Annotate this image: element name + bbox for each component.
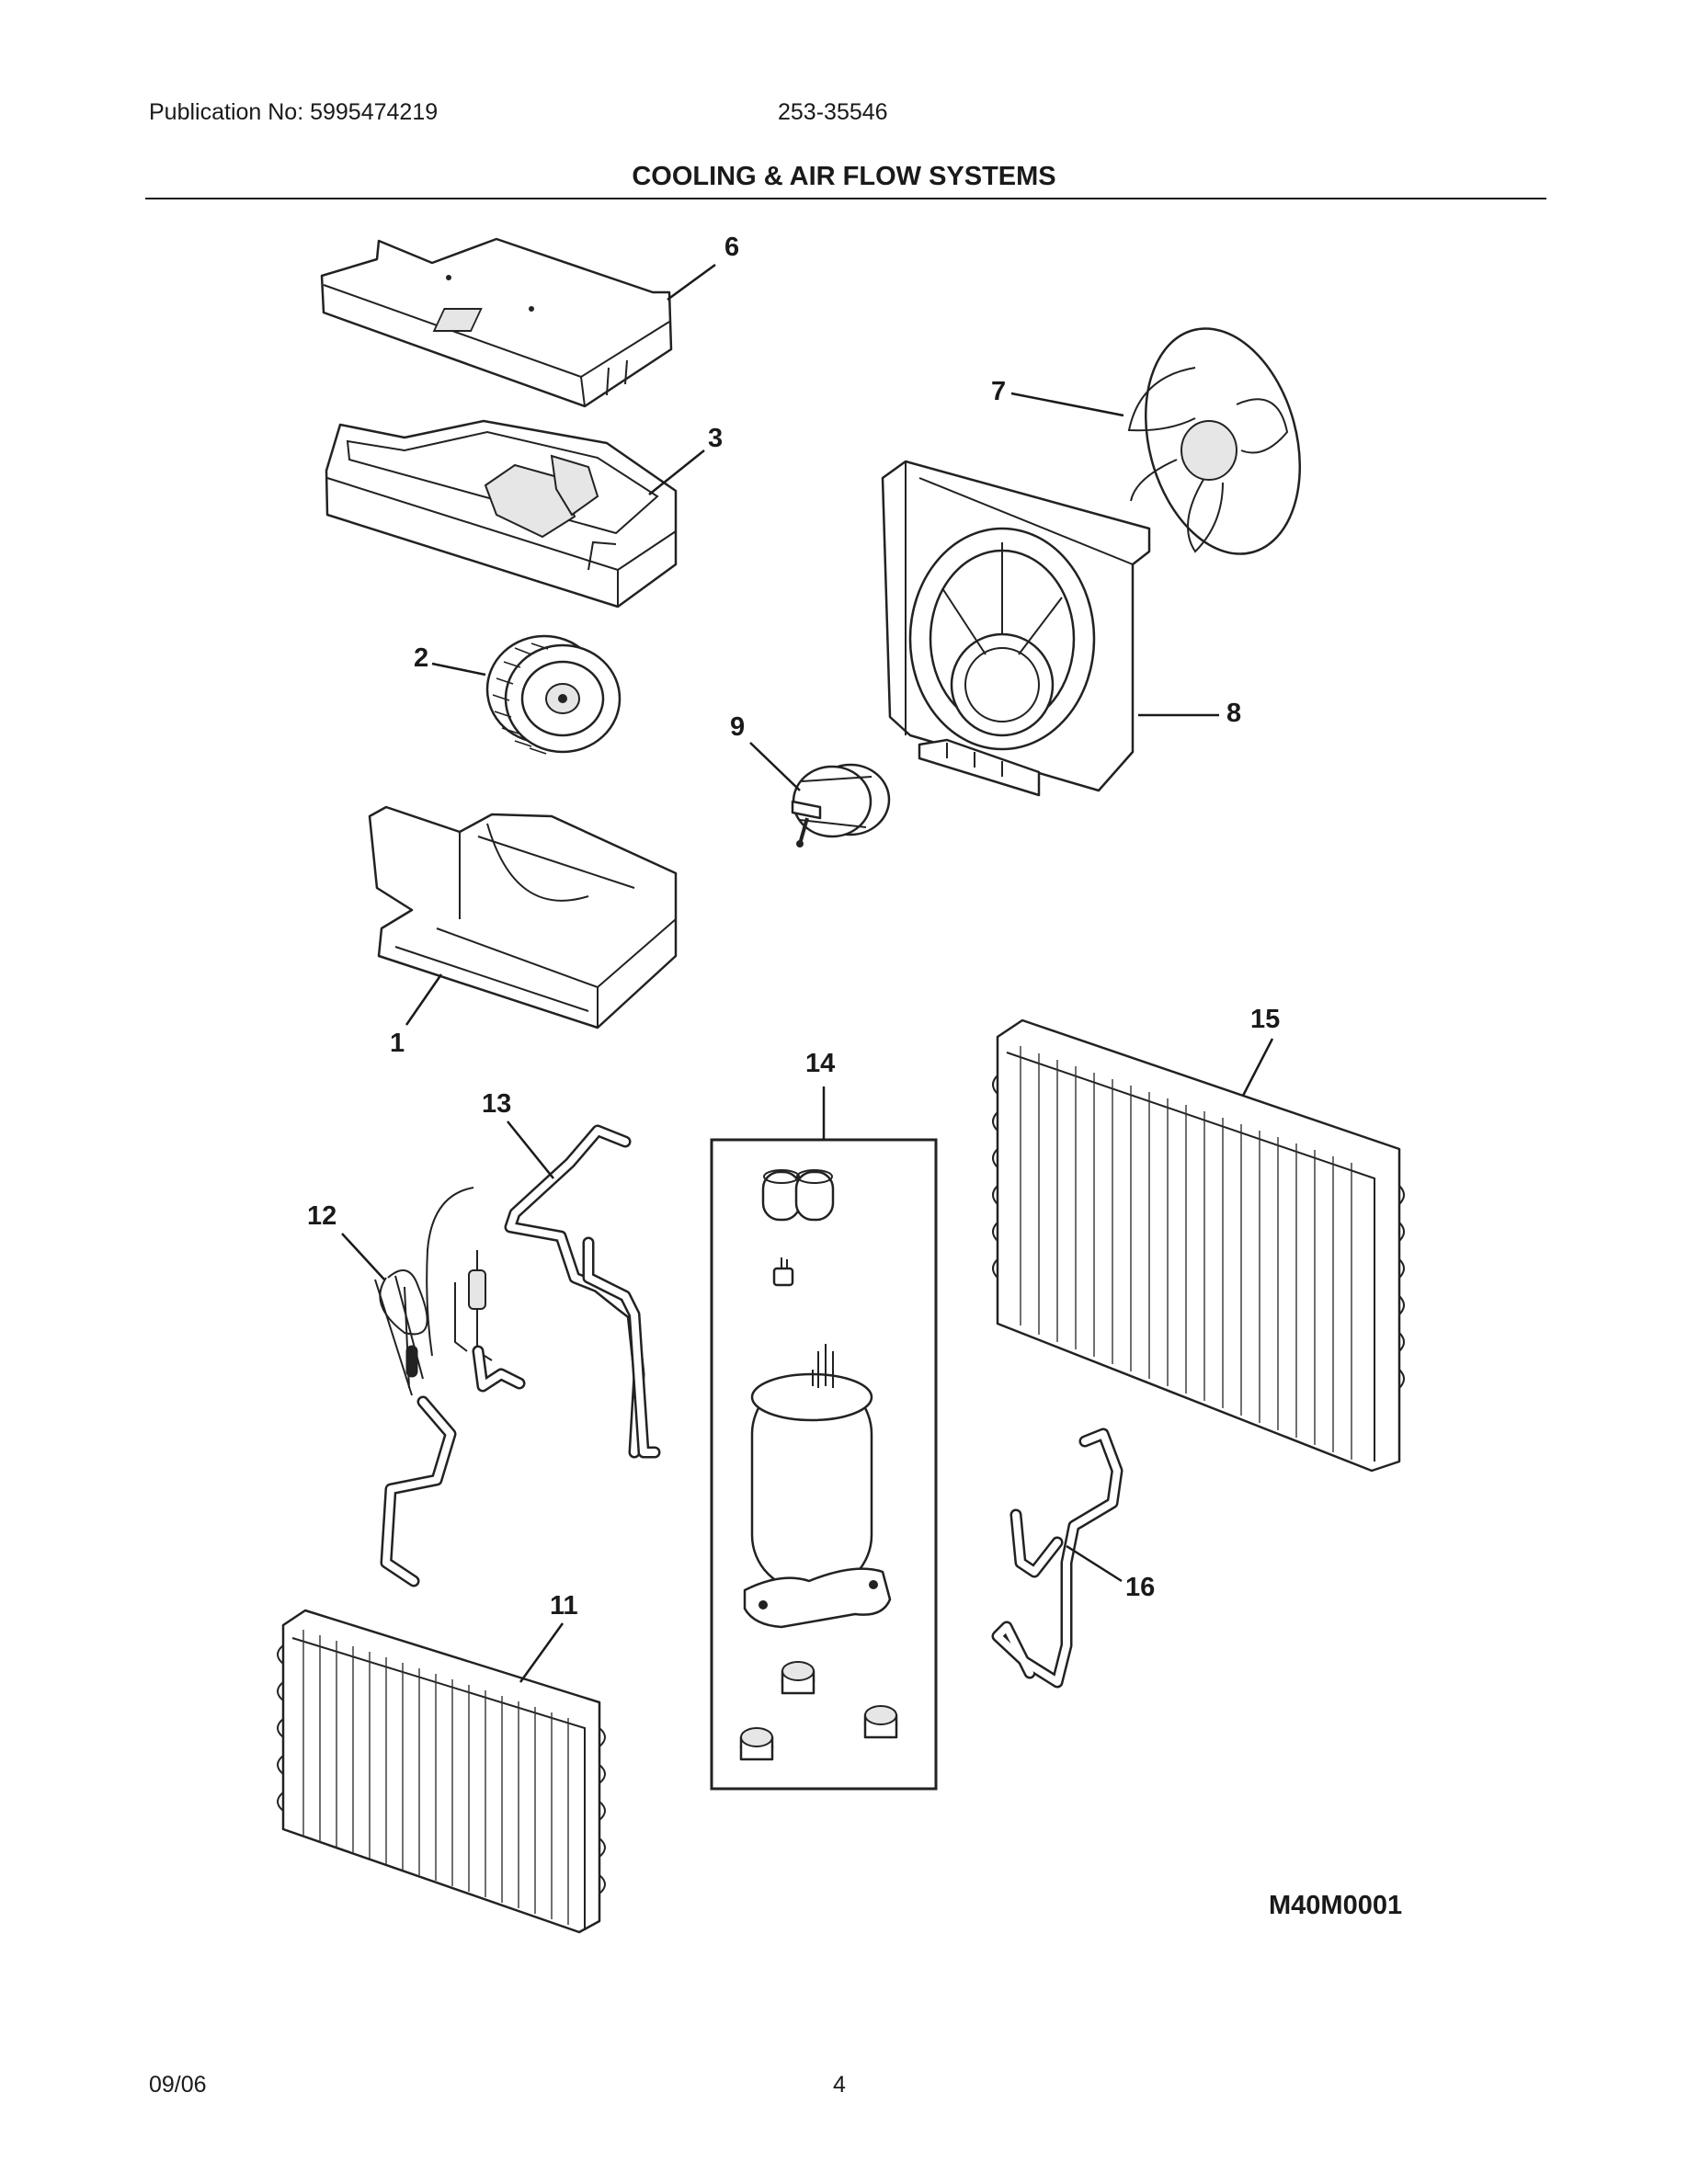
callout-1: 1 bbox=[390, 1029, 405, 1058]
part-3-air-guide bbox=[325, 419, 678, 609]
part-16-discharge-line bbox=[991, 1428, 1123, 1689]
part-14-compressor-kit bbox=[710, 1138, 938, 1791]
footer-page-number: 4 bbox=[833, 2072, 846, 2098]
part-7-axial-fan bbox=[1127, 327, 1302, 555]
part-13-suction-line bbox=[504, 1124, 661, 1459]
callout-14: 14 bbox=[805, 1049, 835, 1078]
part-1-scroll-housing bbox=[368, 805, 678, 1029]
callout-7: 7 bbox=[991, 377, 1006, 406]
part-11-evaporator-coil bbox=[277, 1609, 606, 1934]
callout-9: 9 bbox=[730, 712, 745, 742]
part-9-fan-motor bbox=[791, 763, 891, 847]
callout-16: 16 bbox=[1125, 1573, 1155, 1602]
leader-lines bbox=[341, 263, 1274, 1683]
part-2-blower-wheel bbox=[485, 634, 622, 755]
part-8-shroud bbox=[881, 460, 1151, 797]
model-number: 253-35546 bbox=[778, 99, 888, 125]
page-title: COOLING & AIR FLOW SYSTEMS bbox=[632, 162, 1056, 191]
callout-12: 12 bbox=[307, 1201, 336, 1231]
callout-6: 6 bbox=[724, 233, 739, 262]
callout-labels: 6 3 2 7 8 9 1 14 15 13 12 16 11 bbox=[307, 233, 1280, 1621]
callout-2: 2 bbox=[414, 643, 428, 673]
part-12-cap-tube bbox=[374, 1187, 526, 1587]
callout-13: 13 bbox=[482, 1089, 511, 1119]
part-15-condenser-coil bbox=[992, 1018, 1405, 1473]
drawing-code: M40M0001 bbox=[1269, 1891, 1402, 1920]
header-rule bbox=[145, 198, 1546, 199]
publication-number: Publication No: 5995474219 bbox=[149, 99, 439, 125]
part-6-top-cover bbox=[320, 237, 673, 408]
callout-3: 3 bbox=[708, 424, 723, 453]
callout-8: 8 bbox=[1226, 699, 1241, 728]
callout-15: 15 bbox=[1250, 1005, 1280, 1034]
footer-date: 09/06 bbox=[149, 2072, 207, 2098]
callout-11: 11 bbox=[550, 1591, 578, 1621]
